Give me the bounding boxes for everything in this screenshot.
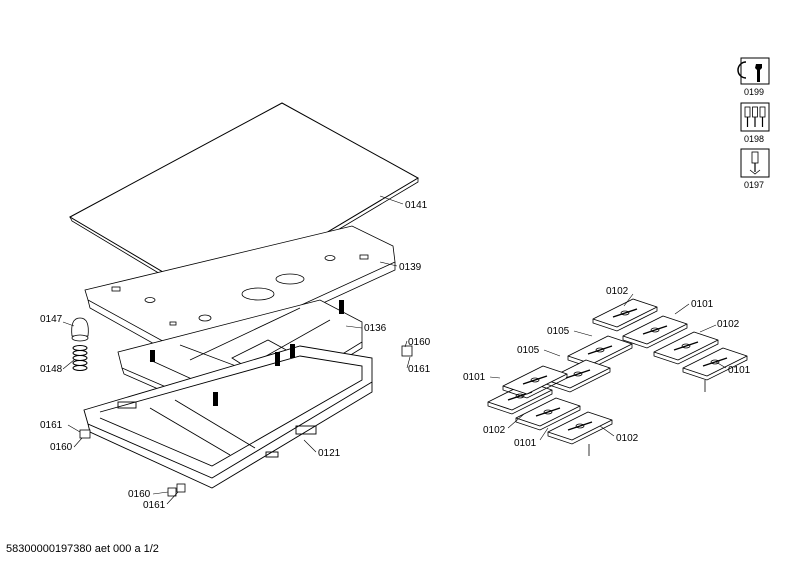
leader-lines — [62, 195, 727, 505]
bottom-housing — [83, 345, 373, 489]
label-0101: 0101 — [691, 299, 714, 310]
label-0147: 0147 — [40, 314, 63, 325]
label-0160: 0160 — [408, 337, 431, 348]
screwdriver-set-icon — [740, 102, 770, 132]
label-0161: 0161 — [408, 364, 431, 375]
label-0139: 0139 — [399, 262, 422, 273]
induction-coil — [502, 365, 568, 399]
label-0160: 0160 — [128, 489, 151, 500]
part-labels: 0141 0139 0136 0147 0148 0160 0161 0161 … — [40, 200, 751, 511]
tool-code-0199: 0199 — [744, 87, 764, 97]
label-0101: 0101 — [728, 365, 751, 376]
induction-coil — [592, 298, 658, 332]
screwdriver-icon — [740, 148, 770, 178]
label-0102: 0102 — [717, 319, 740, 330]
label-0141: 0141 — [405, 200, 428, 211]
induction-coil — [567, 335, 633, 369]
knob-part — [71, 317, 89, 342]
document-footer: 58300000197380 aet 000 a 1/2 — [6, 543, 159, 555]
label-0102: 0102 — [616, 433, 639, 444]
label-0161: 0161 — [143, 500, 166, 511]
induction-coil — [547, 411, 613, 445]
induction-coil — [653, 331, 719, 365]
tool-code-0197: 0197 — [744, 180, 764, 190]
label-0148: 0148 — [40, 364, 63, 375]
label-0136: 0136 — [364, 323, 387, 334]
label-0102: 0102 — [483, 425, 506, 436]
tool-code-0198: 0198 — [744, 134, 764, 144]
label-0102: 0102 — [606, 286, 629, 297]
label-0160: 0160 — [50, 442, 73, 453]
spring-part — [72, 345, 88, 371]
induction-coil-group — [487, 298, 748, 456]
label-0101: 0101 — [514, 438, 537, 449]
label-0101: 0101 — [463, 372, 486, 383]
label-0105: 0105 — [517, 345, 540, 356]
tool-legend: 0199 0198 0197 — [737, 57, 770, 190]
induction-coil — [622, 315, 688, 349]
label-0105: 0105 — [547, 326, 570, 337]
induction-coil — [682, 347, 748, 381]
label-0161: 0161 — [40, 420, 63, 431]
spacer-bolts — [150, 300, 344, 406]
label-0121: 0121 — [318, 448, 341, 459]
wrench-icon — [737, 57, 770, 85]
clip-parts — [79, 345, 413, 497]
